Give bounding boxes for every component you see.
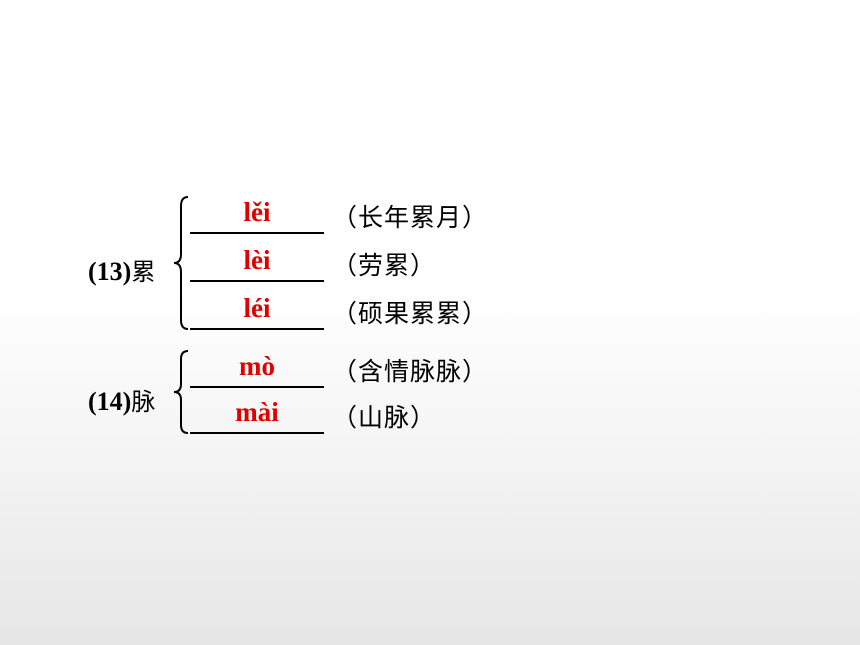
- pinyin-answer: lěi: [243, 197, 271, 227]
- pinyin-answer: léi: [243, 293, 271, 323]
- example-word: （劳累）: [332, 251, 437, 280]
- group-14-brace: [172, 350, 190, 434]
- example-word: （长年累月）: [332, 203, 489, 232]
- pinyin-answer: mài: [235, 397, 279, 427]
- answer-blank: lěi: [190, 198, 324, 234]
- example-word: （含情脉脉）: [332, 357, 489, 386]
- group-14-label: (14)脉: [88, 382, 155, 417]
- group-13-brace: [172, 196, 190, 330]
- group-14-number: (14): [88, 387, 132, 416]
- group-13-number: (13): [88, 257, 132, 286]
- group-13-character: 累: [131, 258, 156, 286]
- example-word: （硕果累累）: [332, 299, 489, 328]
- pinyin-answer: lèi: [243, 245, 271, 275]
- answer-blank: mài: [190, 398, 324, 434]
- answer-blank: mò: [190, 352, 324, 388]
- group-13-label: (13)累: [88, 252, 155, 287]
- answer-blank: lèi: [190, 246, 324, 282]
- example-word: （山脉）: [332, 403, 437, 432]
- group-14-character: 脉: [131, 388, 156, 416]
- answer-blank: léi: [190, 294, 324, 330]
- pinyin-answer: mò: [239, 351, 275, 381]
